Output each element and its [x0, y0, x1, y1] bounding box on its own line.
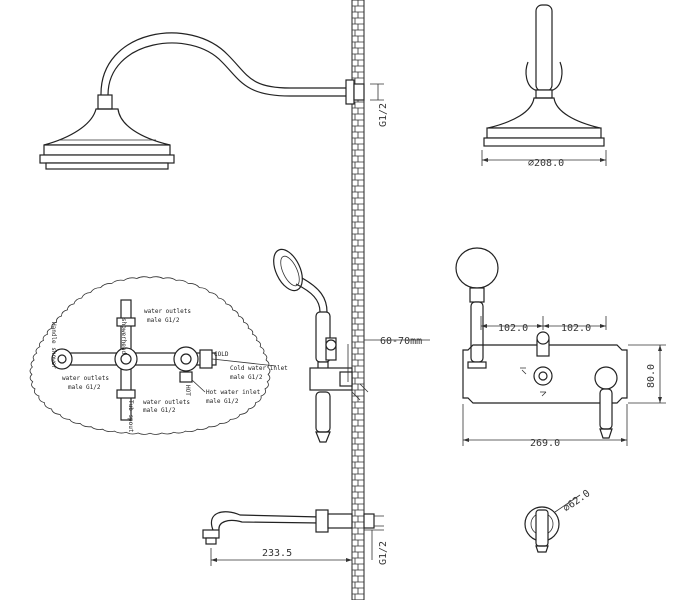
cold-label: COLD — [214, 351, 229, 358]
mixer-detail-callout: showerhead water outlets male G1/2 Handl… — [29, 276, 288, 435]
showerhead-label: showerhead — [120, 318, 127, 355]
mixer-front-view: 102.0 102.0 80.0 269.0 — [455, 247, 666, 449]
hot-inlet-label: Hot water inlet — [206, 389, 261, 396]
total-width-label: 269.0 — [530, 438, 560, 449]
tub-spout-label: Tub spout — [127, 400, 134, 433]
hand-shower-side: 60-70mm — [273, 248, 430, 443]
male-top-label: male G1/2 — [147, 317, 180, 324]
male-hot-label: male G1/2 — [206, 398, 239, 405]
tub-spout-side: 233.5 G1/2 — [202, 509, 389, 566]
brick-joints — [352, 0, 364, 600]
handle-detail: ⌀62.0 — [524, 488, 592, 553]
wall-distance-label: 60-70mm — [380, 336, 422, 347]
wall-section — [351, 0, 365, 600]
handle-shower-label: Handle shower — [50, 322, 57, 369]
rain-shower-head-front: G1/2 — [39, 32, 389, 170]
hot-label: HOT — [184, 385, 191, 396]
male-left-label: male G1/2 — [68, 384, 101, 391]
rain-shower-head-side: ⌀208.0 — [481, 4, 607, 169]
spacing-right-label: 102.0 — [561, 323, 591, 334]
spacing-left-label: 102.0 — [498, 323, 528, 334]
spout-length-label: 233.5 — [262, 548, 292, 559]
cold-inlet-label: Cold water inlet — [230, 365, 288, 372]
outlets-bottom-label: water outlets — [143, 399, 190, 406]
thread-top-label: G1/2 — [378, 103, 389, 127]
handle-diameter-label: ⌀62.0 — [561, 488, 592, 514]
outlets-top-label: water outlets — [144, 308, 191, 315]
thread-bottom-label: G1/2 — [378, 541, 389, 565]
male-bottom-label: male G1/2 — [143, 407, 176, 414]
outlets-left-label: water outlets — [62, 375, 109, 382]
plate-height-label: 80.0 — [646, 364, 657, 388]
male-cold-label: male G1/2 — [230, 374, 263, 381]
head-diameter-label: ⌀208.0 — [528, 158, 564, 169]
